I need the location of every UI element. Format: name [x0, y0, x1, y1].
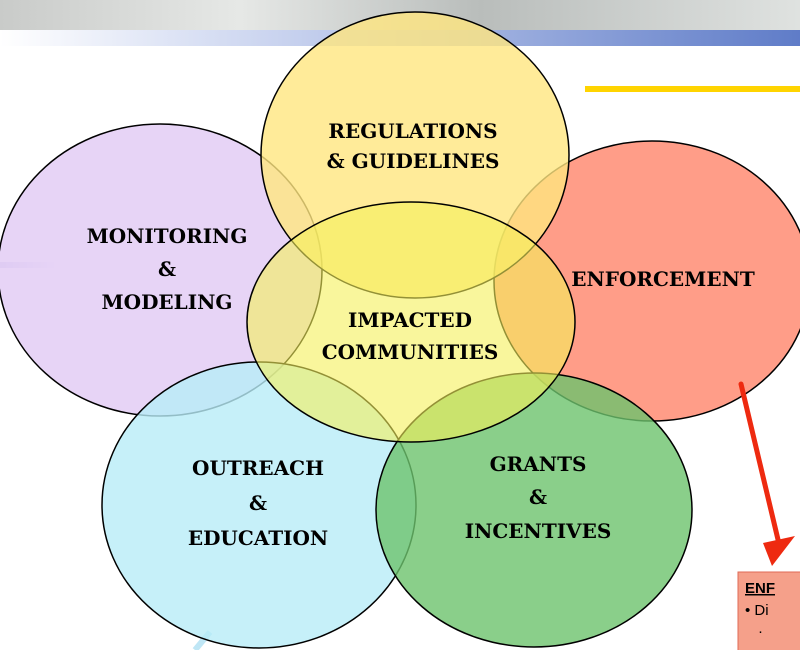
outreach-line-3: EDUCATION [188, 526, 328, 550]
circle-center[interactable] [246, 201, 576, 443]
side-box-bullet-cont: · [758, 623, 763, 640]
enforcement-line-1: ENFORCEMENT [571, 267, 755, 291]
label-grants: GRANTS & INCENTIVES [465, 452, 612, 543]
label-center: IMPACTED COMMUNITIES [322, 308, 499, 364]
label-regulations: REGULATIONS & GUIDELINES [327, 119, 500, 173]
grants-line-3: INCENTIVES [465, 519, 612, 543]
monitoring-line-3: MODELING [102, 290, 233, 314]
center-line-2: COMMUNITIES [322, 340, 499, 364]
outreach-line-2: & [249, 491, 267, 515]
label-outreach: OUTREACH & EDUCATION [188, 456, 328, 550]
label-enforcement: ENFORCEMENT [571, 267, 755, 291]
regulations-line-2: & GUIDELINES [327, 149, 500, 173]
monitoring-line-1: MONITORING [87, 224, 248, 248]
side-box: ENF • Di · [737, 571, 800, 650]
arrow-to-side-box [738, 381, 795, 566]
side-box-title: ENF [745, 580, 775, 597]
label-monitoring: MONITORING & MODELING [87, 224, 248, 314]
outreach-line-1: OUTREACH [192, 456, 324, 480]
regulations-line-1: REGULATIONS [328, 119, 497, 143]
circle-group [0, 11, 800, 649]
grants-line-1: GRANTS [490, 452, 587, 476]
monitoring-line-2: & [158, 257, 176, 281]
accent-line [585, 86, 800, 92]
grants-line-2: & [529, 485, 547, 509]
center-line-1: IMPACTED [348, 308, 472, 332]
side-box-bullet: • Di [745, 602, 769, 619]
